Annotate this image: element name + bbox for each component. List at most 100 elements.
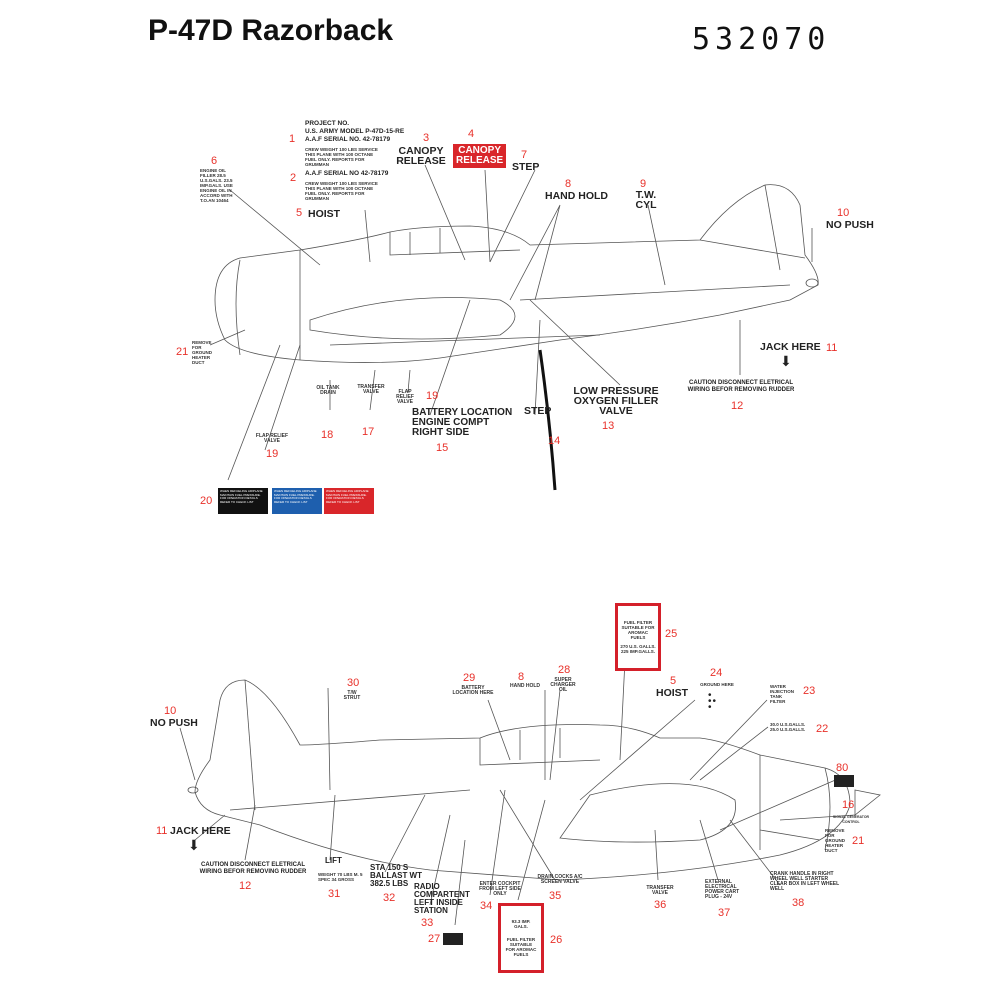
label-text: JACK HERE bbox=[760, 341, 821, 353]
top-aircraft-profile bbox=[209, 164, 819, 491]
callout-number: 18 bbox=[321, 429, 334, 441]
label-text: CREW WEIGHT 100 LBS SERVICE THIS PLANE W… bbox=[305, 147, 378, 167]
serial-decal-2: A.A.F SERIAL NO 42-78179 CREW WEIGHT 100… bbox=[305, 170, 410, 201]
callout-number: 27 bbox=[428, 933, 441, 945]
callout-number: 14 bbox=[548, 435, 561, 447]
decal-80-plate bbox=[834, 775, 854, 787]
label-text: SIGNAL GENERATOR CONTROL bbox=[832, 815, 870, 824]
callout-number: 8 bbox=[518, 671, 525, 683]
label-text: SUPER CHARGER OIL bbox=[550, 677, 576, 693]
label-text: ENGINE OIL FILLER 28.5 U.S.GALS. 23.5 IM… bbox=[200, 168, 233, 203]
label-text: REMOVE FOR GROUND HEATER DUCT bbox=[825, 828, 845, 853]
label-text: GROUND HERE bbox=[700, 682, 734, 687]
callout-number: 25 bbox=[665, 628, 678, 640]
callout-number: 11 bbox=[826, 342, 838, 354]
label-text: OIL TANK DRAIN bbox=[316, 385, 340, 396]
label-text: PROJECT NO. bbox=[305, 120, 350, 127]
callout-number: 19 bbox=[266, 448, 279, 460]
label-text: BATTERY LOCATION HERE bbox=[452, 685, 494, 696]
callout-number: 30 bbox=[347, 677, 360, 689]
fuel-filter-decal-25: FUEL FILTER SUITABLE FOR AROMAC FUELS 27… bbox=[615, 603, 661, 671]
callout-number: 80 bbox=[836, 762, 849, 774]
label-text: T.W. CYL bbox=[635, 189, 657, 211]
serial-decal-1: PROJECT NO. U.S. ARMY MODEL P-47D-15-RE … bbox=[305, 120, 410, 167]
label-text: A.A.F SERIAL NO. 42-78179 bbox=[305, 136, 391, 143]
label-text: BATTERY LOCATION ENGINE COMPT RIGHT SIDE bbox=[412, 407, 513, 438]
label-text: RADIO COMPARTENT LEFT INSIDE STATION bbox=[414, 882, 470, 915]
warning-plate-black: WHEN REFUELING AIRPLANE MAINTAIN FUEL PR… bbox=[218, 488, 268, 514]
callout-number: 21 bbox=[852, 835, 865, 847]
callout-number: 6 bbox=[211, 155, 218, 167]
callout-number: 22 bbox=[816, 723, 829, 735]
label-text: WEIGHT 70 LBS M. 5 SPEC 34 GROSS bbox=[318, 872, 363, 882]
label-text: CAUTION DISCONNECT ELETRICAL WIRING BEFO… bbox=[199, 862, 307, 875]
callout-number: 9 bbox=[640, 178, 647, 190]
callout-number: 19 bbox=[426, 390, 439, 402]
label-text: LIFT bbox=[325, 856, 342, 865]
label-text: STEP bbox=[524, 405, 552, 417]
callout-number: 16 bbox=[842, 799, 855, 811]
callout-number: 4 bbox=[468, 128, 475, 140]
label-text: FLAP RELIEF VALVE bbox=[396, 389, 414, 405]
label-text: ENTER COCKPIT FROM LEFT SIDE ONLY bbox=[479, 881, 521, 897]
callout-number: 38 bbox=[792, 897, 805, 909]
callout-number: 2 bbox=[290, 172, 297, 184]
callout-number: 31 bbox=[328, 888, 341, 900]
label-text: TRANSFER VALVE bbox=[357, 384, 385, 395]
callout-number: 1 bbox=[289, 133, 296, 145]
callout-number: 21 bbox=[176, 346, 189, 358]
fuel-filter-decal-26: 93.3 IMP. GALS. FUEL FILTER SUITABLE FOR… bbox=[498, 903, 544, 973]
callout-number: 7 bbox=[521, 149, 528, 161]
callout-number: 13 bbox=[602, 420, 615, 432]
product-code: 532070 bbox=[692, 22, 831, 57]
label-text: DRAIN COCKS A/C SCREEN VALVE bbox=[537, 874, 583, 885]
label-text: EXTERNAL ELECTRICAL POWER CART PLUG - 24… bbox=[705, 879, 740, 900]
callout-number: 12 bbox=[731, 400, 744, 412]
callout-number: 10 bbox=[837, 207, 850, 219]
callout-number: 24 bbox=[710, 667, 723, 679]
decal-27-plate bbox=[443, 933, 463, 945]
label-text: HAND HOLD bbox=[510, 683, 540, 689]
label-text: FLAP RELIEF VALVE bbox=[255, 433, 289, 444]
label-text: STA 150 S BALLAST WT 382.5 LBS bbox=[370, 863, 422, 888]
callout-number: 36 bbox=[654, 899, 667, 911]
ground-point-icon: •••• bbox=[708, 690, 718, 713]
bottom-aircraft-profile bbox=[179, 659, 881, 926]
callout-number: 23 bbox=[803, 685, 816, 697]
callout-number: 12 bbox=[239, 880, 252, 892]
label-text: WATER INJECTION TANK FILTER bbox=[770, 684, 795, 704]
label-text: REMOVE FOR GROUND HEATER DUCT bbox=[192, 340, 212, 365]
warning-plate-red: WHEN REFUELING AIRPLANE MAINTAIN FUEL PR… bbox=[324, 488, 374, 514]
label-text: 270 U.S. GALLS. 225 IMP.GALLS. bbox=[620, 644, 656, 654]
callout-number: 34 bbox=[480, 900, 493, 912]
label-text: U.S. ARMY MODEL P-47D-15-RE bbox=[305, 128, 405, 135]
label-text: CANOPY RELEASE bbox=[396, 145, 446, 167]
label-text: TRANSFER VALVE bbox=[646, 885, 674, 896]
callout-number: 26 bbox=[550, 934, 563, 946]
label-text: NO PUSH bbox=[826, 219, 874, 231]
label-text: JACK HERE bbox=[170, 825, 231, 837]
label-text: HAND HOLD bbox=[545, 190, 608, 202]
label-text: CRANK HANDLE IN RIGHT WHEEL WELL STARTER… bbox=[770, 871, 840, 892]
page-title: P-47D Razorback bbox=[148, 14, 394, 47]
callout-number: 28 bbox=[558, 664, 571, 676]
label-text: NO PUSH bbox=[150, 717, 198, 729]
label-text: HOIST bbox=[656, 687, 689, 699]
callout-number: 20 bbox=[200, 495, 213, 507]
callout-number: 35 bbox=[549, 890, 562, 902]
label-text: A.A.F SERIAL NO 42-78179 bbox=[305, 170, 389, 177]
callout-number: 8 bbox=[565, 178, 572, 190]
callout-number: 17 bbox=[362, 426, 375, 438]
callout-number: 11 bbox=[156, 825, 168, 837]
callout-number: 33 bbox=[421, 917, 434, 929]
label-text: HOIST bbox=[308, 208, 341, 220]
label-text: CAUTION DISCONNECT ELETRICAL WIRING BEFO… bbox=[687, 380, 795, 393]
label-text: FUEL FILTER SUITABLE FOR AROMAC FUELS bbox=[505, 937, 537, 957]
label-text: CANOPY RELEASE bbox=[453, 144, 507, 168]
label-text: FUEL FILTER SUITABLE FOR AROMAC FUELS bbox=[621, 620, 655, 640]
callout-number: 15 bbox=[436, 442, 449, 454]
callout-number: 3 bbox=[423, 132, 430, 144]
callout-number: 10 bbox=[164, 705, 177, 717]
label-text: LOW PRESSURE OXYGEN FILLER VALVE bbox=[573, 385, 659, 417]
